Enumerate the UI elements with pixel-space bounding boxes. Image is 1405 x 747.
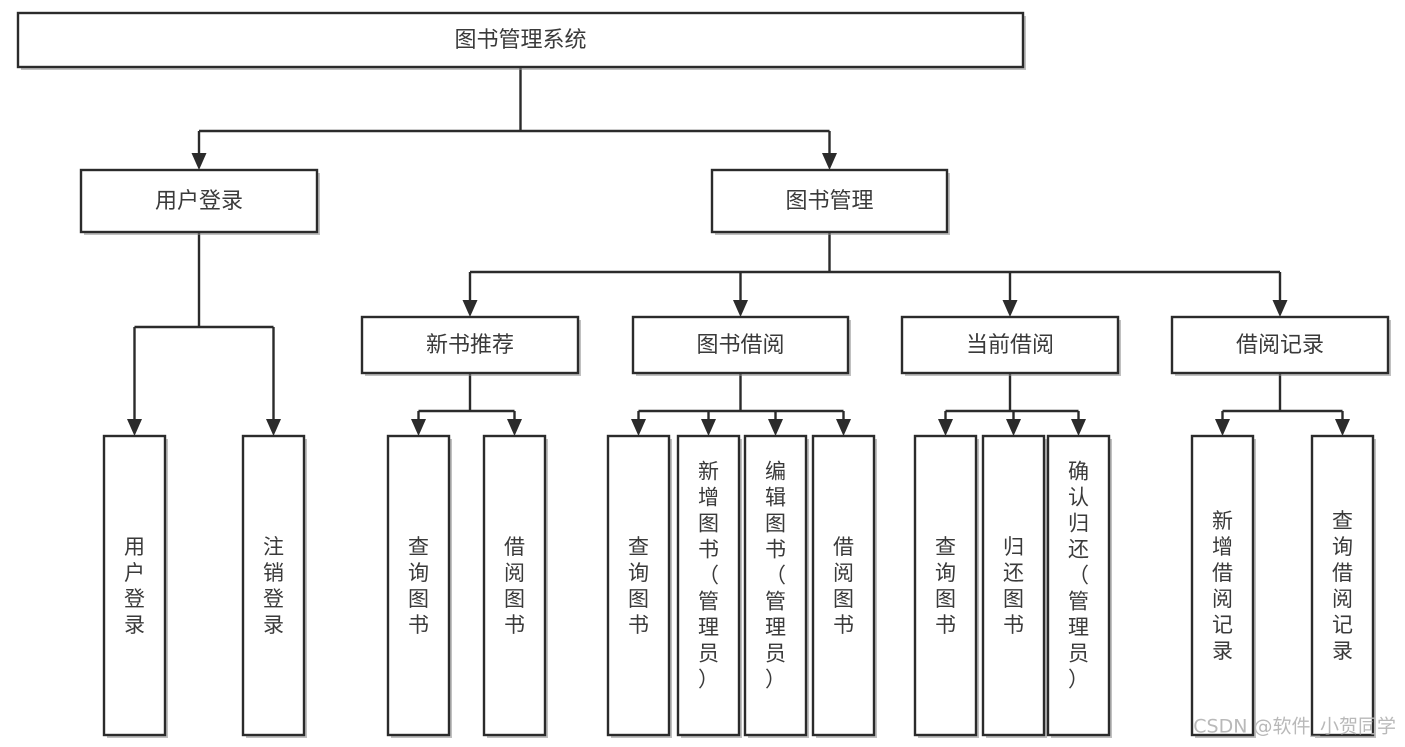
node-current-borrow[interactable]: 当前借阅	[900, 315, 1121, 376]
node-label: 确认归还（管理员）	[1068, 459, 1089, 691]
node-leaf-confirm-return[interactable]: 确认归还（管理员）	[1046, 434, 1112, 738]
node-new-book-recommend[interactable]: 新书推荐	[360, 315, 581, 376]
csdn-watermark: CSDN @软件_小贺同学	[1193, 716, 1396, 738]
node-root[interactable]: 图书管理系统	[16, 11, 1026, 70]
node-label: 用户登录	[124, 535, 145, 637]
node-leaf-query-book-recommend[interactable]: 查询图书	[386, 434, 452, 738]
node-label: 借阅图书	[504, 535, 525, 637]
node-leaf-borrow-book[interactable]: 借阅图书	[811, 434, 877, 738]
node-leaf-return-book[interactable]: 归还图书	[981, 434, 1047, 738]
node-label: 编辑图书（管理员）	[765, 459, 786, 691]
edge-new-book-recommend-to-leaves	[411, 373, 522, 436]
node-label: 新增图书（管理员）	[698, 459, 719, 691]
node-label: 归还图书	[1003, 535, 1024, 637]
node-label: 注销登录	[263, 535, 284, 637]
node-leaf-query-book-current[interactable]: 查询图书	[913, 434, 979, 738]
edge-borrow-record-to-leaves	[1215, 373, 1350, 436]
node-book-borrow[interactable]: 图书借阅	[631, 315, 851, 376]
node-leaf-edit-book[interactable]: 编辑图书（管理员）	[743, 434, 809, 738]
node-leaf-user-login[interactable]: 用户登录	[102, 434, 168, 738]
node-leaf-query-borrow-record[interactable]: 查询借阅记录	[1310, 434, 1376, 738]
node-leaf-add-book[interactable]: 新增图书（管理员）	[676, 434, 742, 738]
node-label: 新增借阅记录	[1212, 509, 1233, 663]
node-leaf-logout[interactable]: 注销登录	[241, 434, 307, 738]
node-leaf-add-borrow-record[interactable]: 新增借阅记录	[1190, 434, 1256, 738]
node-user-login[interactable]: 用户登录	[79, 168, 320, 235]
node-label: 图书管理	[785, 189, 873, 214]
node-label: 图书借阅	[696, 333, 784, 358]
edges-layer	[127, 67, 1350, 436]
edge-book-borrow-to-leaves	[631, 373, 851, 436]
node-label: 借阅记录	[1236, 333, 1324, 358]
node-label: 图书管理系统	[454, 28, 586, 53]
node-label: 借阅图书	[833, 535, 854, 637]
node-label: 新书推荐	[426, 333, 514, 358]
nodes-layer: 图书管理系统用户登录图书管理新书推荐图书借阅当前借阅借阅记录用户登录注销登录查询…	[16, 11, 1391, 738]
node-label: 查询图书	[628, 535, 649, 637]
node-label: 查询借阅记录	[1332, 509, 1353, 663]
node-leaf-query-book-borrow[interactable]: 查询图书	[606, 434, 672, 738]
edge-current-borrow-to-leaves	[938, 373, 1086, 436]
edge-bookmanage-to-level2	[462, 232, 1288, 317]
edge-user-login-to-leaves	[127, 232, 281, 436]
node-label: 当前借阅	[966, 333, 1054, 358]
edge-root-to-level1	[191, 67, 837, 170]
node-leaf-borrow-book-recommend[interactable]: 借阅图书	[482, 434, 548, 738]
node-borrow-record[interactable]: 借阅记录	[1170, 315, 1391, 376]
node-label: 查询图书	[408, 535, 429, 637]
node-book-manage[interactable]: 图书管理	[710, 168, 950, 235]
node-label: 用户登录	[155, 189, 243, 214]
node-label: 查询图书	[935, 535, 956, 637]
